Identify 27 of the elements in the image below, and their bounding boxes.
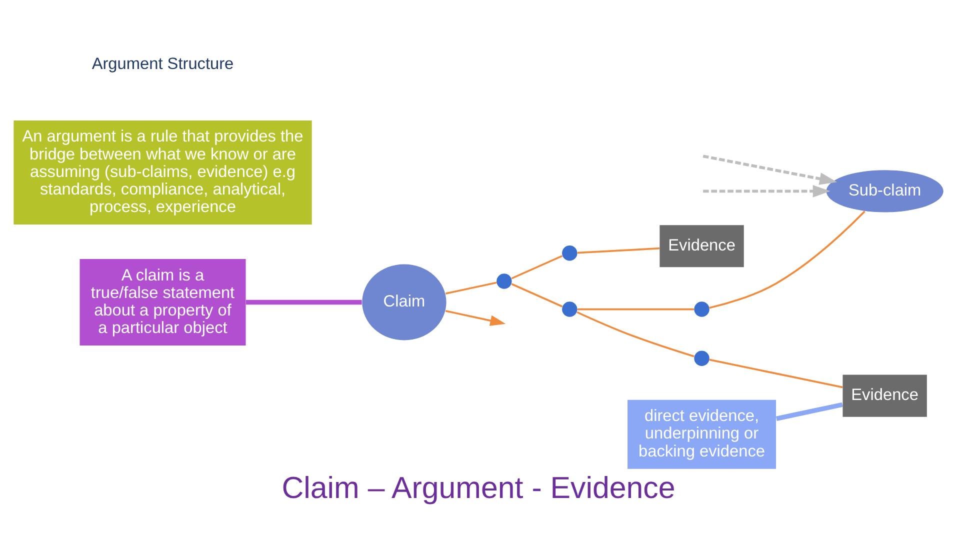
connector [775,402,842,420]
diagram-title: Claim – Argument - Evidence [281,470,675,504]
connector [576,308,694,310]
node-box: Evidence [659,224,744,267]
node-ellipse: Sub-claim [826,170,943,212]
connector [576,310,694,357]
arrow [702,154,837,184]
node-box: A claim is a true/false statement about a property of a particular object [79,258,246,346]
node-circle: Claim [362,264,446,340]
connector [510,282,562,307]
connector [708,210,865,308]
connector [708,358,842,388]
node-circle [562,245,577,260]
arrow [444,310,506,326]
connector [245,299,362,304]
node-circle [562,301,577,316]
arrow [702,184,830,197]
node-circle [694,350,709,366]
node-box: An argument is a rule that provides the bridge between what we know or are assuming (sub-claims, evidence) e.g standards, compliance, analytical, process, experience [13,120,312,224]
label: Argument Structure [91,54,234,73]
node-box: direct evidence, underpinning or backing evidence [627,399,776,468]
connector [444,281,496,294]
connector [510,254,562,279]
node-circle [694,301,709,316]
connector [576,246,660,254]
node-circle [496,273,512,288]
node-box: Evidence [842,374,926,416]
